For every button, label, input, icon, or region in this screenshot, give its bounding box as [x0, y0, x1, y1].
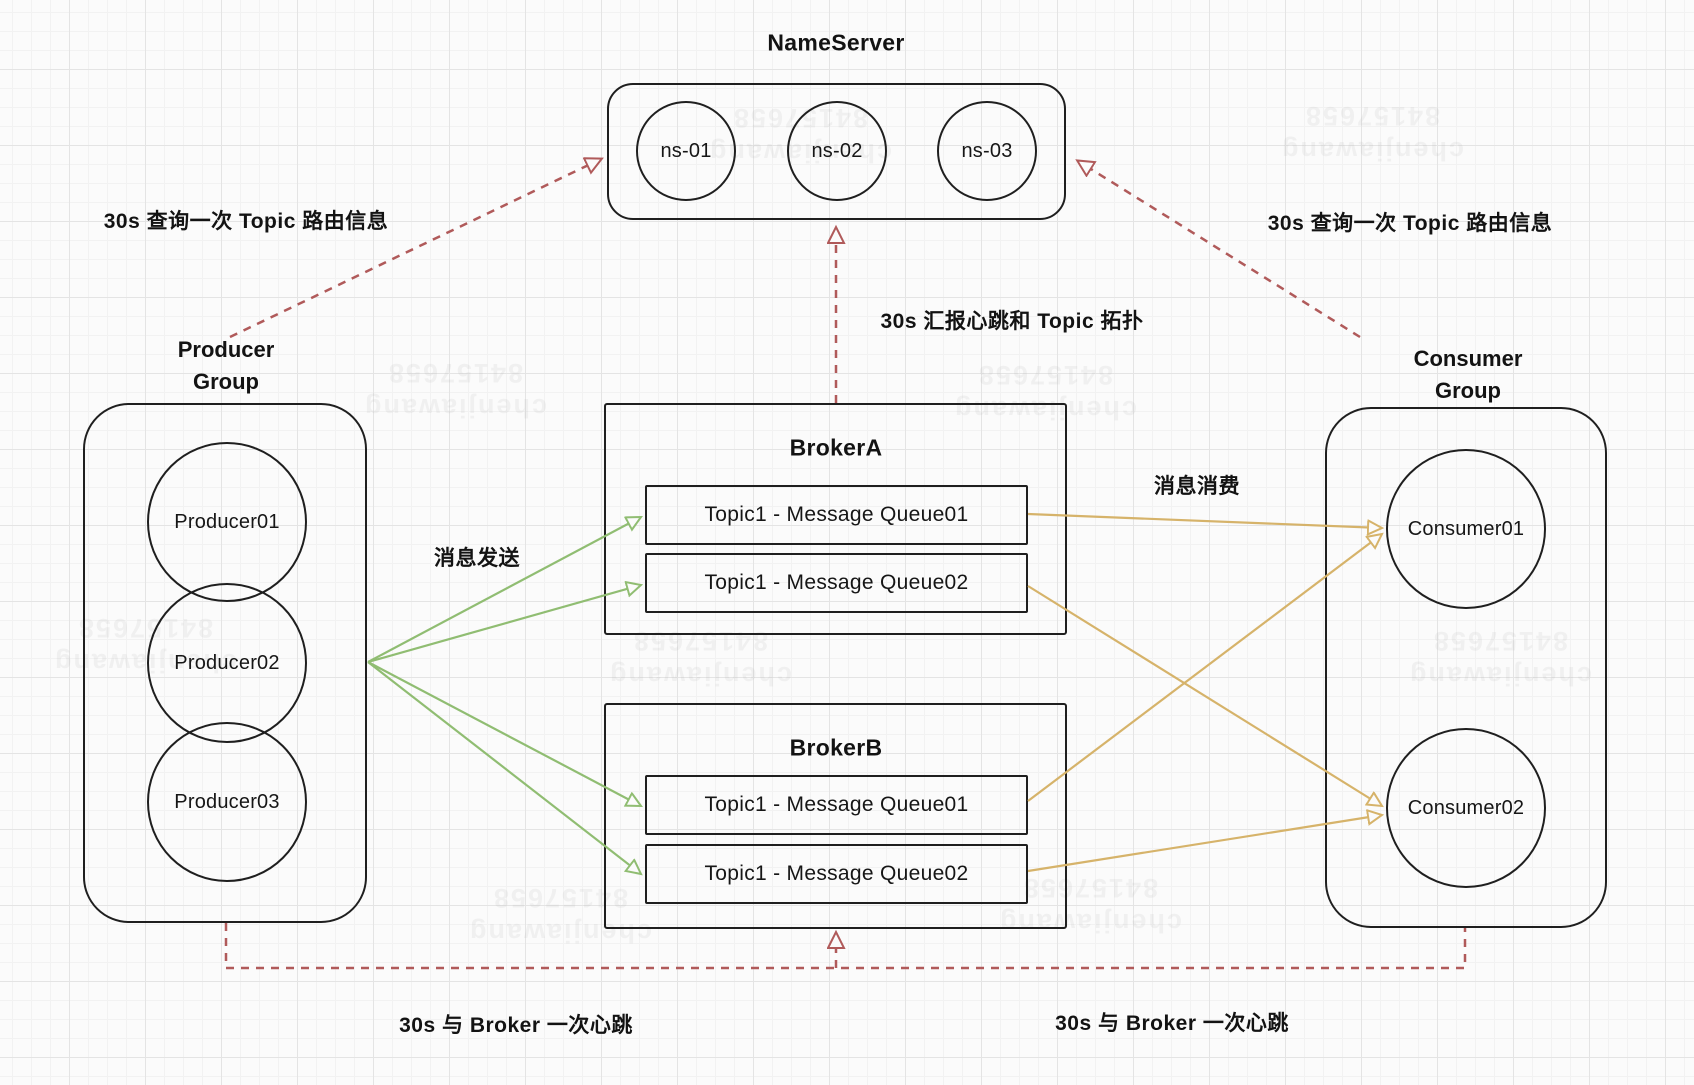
consumer-node-01: Consumer01 — [1386, 449, 1546, 609]
label-producer-route-query: 30s 查询一次 Topic 路由信息 — [103, 210, 389, 233]
label-consumer-route-query: 30s 查询一次 Topic 路由信息 — [1267, 212, 1553, 235]
arrow-producer-to-nameserver — [229, 159, 601, 339]
broker-b-queue-01: Topic1 - Message Queue01 — [645, 775, 1028, 835]
nameserver-title: NameServer — [767, 29, 905, 56]
producer-group-box — [83, 403, 367, 923]
arrow-send-brokera-q1 — [367, 517, 641, 663]
arrow-send-brokerb-q1 — [367, 661, 641, 806]
producer-node-03: Producer03 — [147, 722, 307, 882]
broker-b-title: BrokerB — [789, 734, 883, 761]
consumer-node-02: Consumer02 — [1386, 728, 1546, 888]
consumer-group-title: Consumer Group — [1413, 346, 1523, 403]
label-message-send: 消息发送 — [434, 547, 520, 570]
broker-a-title: BrokerA — [789, 434, 883, 461]
label-producer-broker-heartbeat: 30s 与 Broker 一次心跳 — [399, 1014, 633, 1037]
nameserver-node-ns-02: ns-02 — [787, 101, 887, 201]
producer-node-01: Producer01 — [147, 442, 307, 602]
label-broker-heartbeat-report: 30s 汇报心跳和 Topic 拓扑 — [880, 310, 1144, 333]
nameserver-node-ns-01: ns-01 — [636, 101, 736, 201]
nameserver-node-ns-03: ns-03 — [937, 101, 1037, 201]
label-message-consume: 消息消费 — [1154, 475, 1240, 498]
producer-group-title: Producer Group — [177, 337, 275, 394]
producer-node-02: Producer02 — [147, 583, 307, 743]
heartbeat-bus-line — [224, 923, 1467, 970]
broker-b-queue-02: Topic1 - Message Queue02 — [645, 844, 1028, 904]
broker-a-queue-01: Topic1 - Message Queue01 — [645, 485, 1028, 545]
nameserver-box — [607, 83, 1066, 220]
label-consumer-broker-heartbeat: 30s 与 Broker 一次心跳 — [1055, 1012, 1289, 1035]
broker-a-queue-02: Topic1 - Message Queue02 — [645, 553, 1028, 613]
arrow-send-brokerb-q2 — [367, 661, 641, 874]
arrow-send-brokera-q2 — [367, 585, 641, 664]
